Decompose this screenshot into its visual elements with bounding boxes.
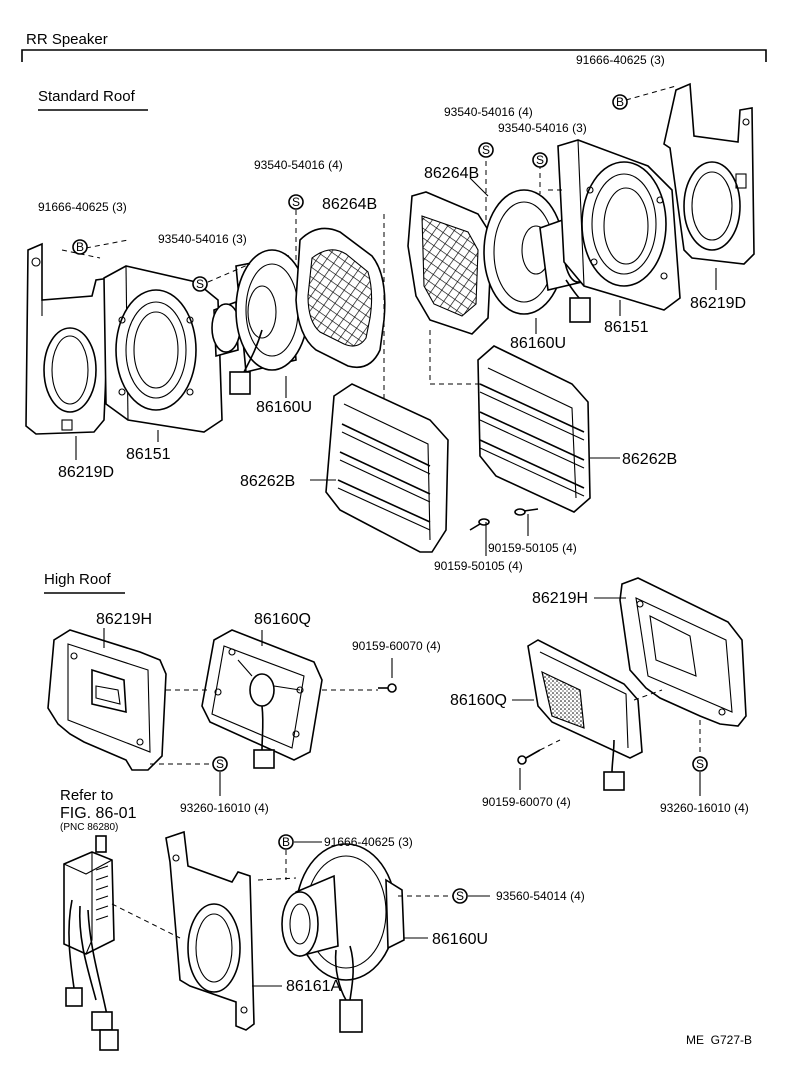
speaker-86160Q-right: [527, 639, 643, 791]
screw-icon-high-left: [378, 683, 397, 693]
label-high-screw-right: 90159-60070 (4): [482, 795, 571, 809]
dash-high-right: [539, 689, 701, 760]
label-std-bolt-left: 91666-40625 (3): [38, 200, 127, 214]
label-grille-left: 86264B: [322, 196, 377, 213]
bracket-86219D-left: [25, 242, 111, 435]
svg-text:S: S: [536, 153, 544, 167]
label-std-screw-left-b: 93540-54016 (3): [158, 232, 247, 246]
screw-marker-right-a: S: [478, 142, 494, 158]
label-bottom-bolt: 91666-40625 (3): [324, 835, 413, 849]
leader-left: [75, 376, 336, 481]
dash-bottom: [111, 850, 454, 939]
bolt-marker-right: B: [612, 94, 628, 110]
bolt-marker-bottom: B: [278, 834, 294, 850]
label-high-speaker-left: 86160Q: [254, 611, 311, 628]
label-high-speaker-right: 86160Q: [450, 692, 507, 709]
cover-86262B-right: [477, 345, 591, 513]
grille-86264B-left: [295, 227, 386, 369]
bracket-86219H-left: [47, 629, 167, 771]
leader-bottom: [252, 841, 490, 987]
housing-86151-right: [557, 139, 681, 311]
housing-86151-left: [103, 265, 223, 433]
cover-86262B-left: [325, 383, 449, 553]
bolt-marker-left: B: [72, 239, 88, 255]
bracket-86219H-right: [619, 577, 747, 727]
bracket-86161A: [165, 830, 255, 1031]
svg-text:S: S: [456, 889, 464, 903]
bracket-86219D-right: [663, 82, 755, 265]
label-std-screw-right-a: 93540-54016 (4): [444, 105, 533, 119]
label-housing-right: 86151: [604, 319, 649, 336]
label-speaker-left: 86160U: [256, 399, 312, 416]
label-cover-screw-right: 90159-50105 (4): [488, 541, 577, 555]
leader-high-right: [512, 597, 701, 796]
label-std-screw-right-b: 93540-54016 (3): [498, 121, 587, 135]
label-refer-line3: (PNC 86280): [60, 822, 118, 833]
svg-text:S: S: [216, 757, 224, 771]
label-high-bracket-left: 86219H: [96, 611, 152, 628]
speaker-86160Q-left: [201, 629, 323, 769]
label-bottom-bracket: 86161A: [286, 978, 341, 995]
diagram-title: RR Speaker: [26, 31, 108, 48]
section-label-standard-roof: Standard Roof: [38, 88, 136, 105]
label-high-screw-left: 90159-60070 (4): [352, 639, 441, 653]
label-std-screw-left-a: 93540-54016 (4): [254, 158, 343, 172]
svg-text:S: S: [482, 143, 490, 157]
grille-86264B-right: [407, 191, 493, 335]
label-bracket-right: 86219D: [690, 295, 746, 312]
speaker-86160U-left: [211, 249, 309, 395]
leader-right: [469, 177, 717, 556]
svg-text:B: B: [76, 240, 84, 254]
screw-marker-left-b: S: [192, 276, 208, 292]
svg-text:B: B: [616, 95, 624, 109]
label-refer-line1: Refer to: [60, 787, 113, 804]
label-grille-right: 86264B: [424, 165, 479, 182]
label-high-nut-left: 93260-16010 (4): [180, 801, 269, 815]
svg-text:B: B: [282, 835, 290, 849]
dash-left: [61, 210, 385, 400]
screw-marker-high-left: S: [212, 756, 228, 772]
screw-marker-bottom: S: [452, 888, 468, 904]
dash-high-left: [150, 689, 378, 765]
section-label-high-roof: High Roof: [44, 571, 112, 588]
amplifier-unit: [63, 835, 119, 1051]
label-bracket-left: 86219D: [58, 464, 114, 481]
svg-text:S: S: [196, 277, 204, 291]
label-refer-line2: FIG. 86-01: [60, 805, 137, 822]
label-high-bracket-right: 86219H: [532, 590, 588, 607]
leader-high-left: [103, 628, 393, 796]
label-cover-screw-left: 90159-50105 (4): [434, 559, 523, 573]
svg-text:S: S: [696, 757, 704, 771]
screw-icon-cover-right: [514, 508, 539, 516]
label-bottom-speaker: 86160U: [432, 931, 488, 948]
label-bottom-screw: 93560-54014 (4): [496, 889, 585, 903]
screw-marker-left-a: S: [288, 194, 304, 210]
figure-code: ME G727-B: [686, 1033, 752, 1047]
label-housing-left: 86151: [126, 446, 171, 463]
speaker-86160U-bottom: [281, 843, 405, 1033]
label-speaker-right: 86160U: [510, 335, 566, 352]
label-cover-right: 86262B: [622, 451, 677, 468]
label-std-bolt-right: 91666-40625 (3): [576, 53, 665, 67]
label-cover-left: 86262B: [240, 473, 295, 490]
title-frame: [21, 49, 767, 62]
screw-icon-high-right: [517, 749, 541, 765]
label-high-nut-right: 93260-16010 (4): [660, 801, 749, 815]
svg-text:S: S: [292, 195, 300, 209]
screw-marker-high-right: S: [692, 756, 708, 772]
screw-marker-right-b: S: [532, 152, 548, 168]
